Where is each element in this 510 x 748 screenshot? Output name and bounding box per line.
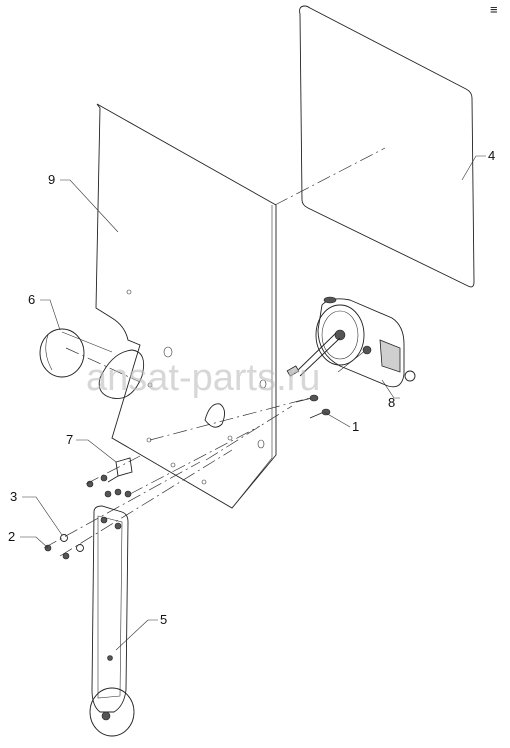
part-9-main-panel (95, 103, 277, 509)
callout-5: 5 (160, 612, 167, 627)
bracket-fasteners (86, 474, 132, 498)
part-9-holes (126, 289, 267, 485)
callout-7: 7 (66, 432, 73, 447)
callout-8: 8 (388, 395, 395, 410)
callout-6: 6 (28, 292, 35, 307)
panel-oval-cutout-right (204, 403, 225, 428)
callout-2: 2 (8, 529, 15, 544)
part-5-arm (89, 505, 135, 737)
callout-1: 1 (352, 419, 359, 434)
part-9-panel-edge (235, 205, 273, 504)
centerline-panels (274, 147, 386, 206)
part-6-round-cover (39, 328, 113, 378)
callout-9: 9 (48, 172, 55, 187)
callout-3: 3 (10, 489, 17, 504)
assembly-axes (43, 347, 311, 557)
part-7-bracket (107, 457, 133, 483)
part-8-motor-assembly (286, 296, 416, 388)
corner-mark: ≡ (490, 2, 498, 17)
watermark: ansat-parts.ru (86, 357, 320, 399)
callout-4: 4 (488, 148, 495, 163)
panel-oval-cutout-left (98, 349, 145, 399)
part-4-rear-panel (299, 5, 475, 288)
leader-lines (20, 155, 486, 651)
parts-2-3-washers (44, 534, 84, 560)
